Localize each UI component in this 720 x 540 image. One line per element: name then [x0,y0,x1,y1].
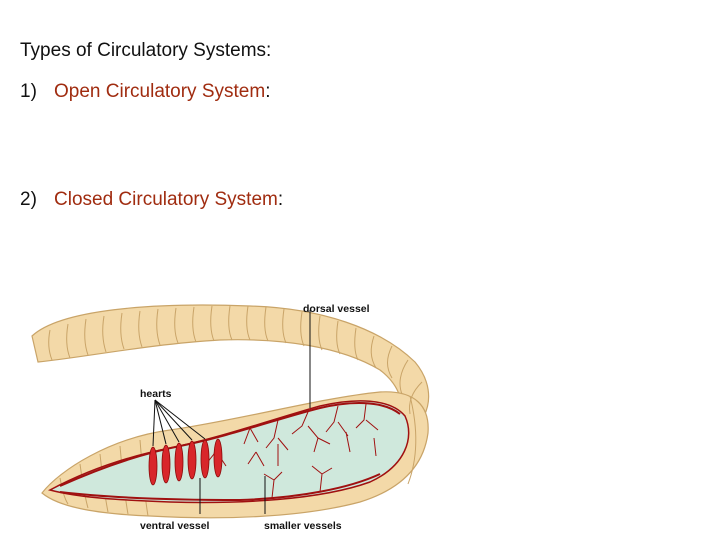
heart [188,441,196,479]
heart [214,439,222,477]
heart [201,440,209,478]
label-ventral-vessel: ventral vessel [140,520,210,532]
item-term: Open Circulatory System [54,81,265,102]
heart [149,447,157,485]
item-number: 2) [20,189,54,211]
label-hearts: hearts [140,388,172,400]
item-suffix: : [278,189,283,210]
slide-heading: Types of Circulatory Systems: [20,40,271,62]
item-number: 1) [20,81,54,103]
earthworm-diagram: dorsal vessel hearts ventral vessel smal… [20,288,440,540]
heart [162,445,170,483]
label-smaller-vessels: smaller vessels [264,520,342,532]
list-item-open: 1)Open Circulatory System: [20,81,270,103]
list-item-closed: 2)Closed Circulatory System: [20,189,283,211]
item-suffix: : [265,81,270,102]
item-term: Closed Circulatory System [54,189,278,210]
heart [175,443,183,481]
label-dorsal-vessel: dorsal vessel [303,303,370,315]
